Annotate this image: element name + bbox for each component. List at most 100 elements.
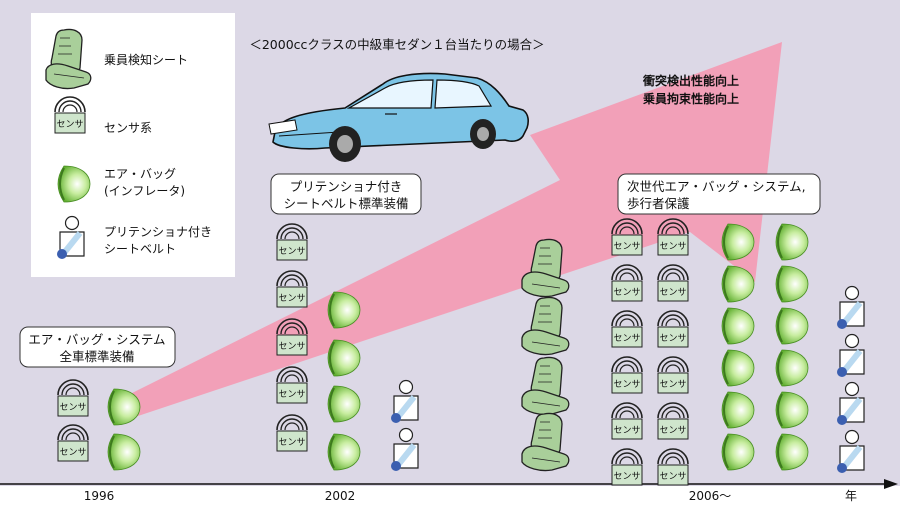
sensor-label: センサ: [659, 241, 686, 252]
airbag-icon: [721, 223, 755, 261]
callout-2002: プリテンショナ付き シートベルト標準装備: [270, 173, 422, 215]
equipment-icons: センサセンサセンサセンサセンサセンサセンサセンサセンサセンサセンサセンサセンサセ…: [57, 218, 865, 486]
airbag-icon: [721, 391, 755, 429]
airbag-icon: [721, 433, 755, 471]
trend-label-detection: 衝突検出性能向上: [642, 73, 739, 88]
sensor-label: センサ: [278, 246, 305, 257]
sensor-label: センサ: [613, 241, 640, 252]
legend-seat-label: 乗員検知シート: [104, 53, 188, 67]
callout-2002-line2: シートベルト標準装備: [283, 196, 408, 211]
sensor-icon: センサ: [657, 310, 689, 348]
tick-2002: 2002: [325, 489, 356, 503]
occupant-seat-icon: [521, 238, 570, 298]
legend-airbag-label-1: エア・バッグ: [104, 167, 176, 181]
sensor-icon: センサ: [657, 448, 689, 486]
airbag-icon: [775, 349, 809, 387]
sensor-icon: センサ: [276, 270, 308, 308]
airbag-icon: [327, 339, 361, 377]
sensor-icon: センサ: [657, 264, 689, 302]
sensor-label: センサ: [59, 447, 86, 458]
airbag-icon: [775, 433, 809, 471]
legend: 乗員検知シート センサ センサ系 エア・バッグ (インフレータ) プリテンショナ…: [31, 13, 235, 277]
airbag-icon: [721, 307, 755, 345]
sensor-label: センサ: [613, 287, 640, 298]
legend-sensor-label: センサ系: [104, 121, 152, 135]
sensor-icon: センサ: [611, 448, 643, 486]
sensor-icon: センサ: [276, 318, 308, 356]
legend-sensor-icon: センサ: [54, 96, 86, 134]
sensor-icon: センサ: [657, 402, 689, 440]
sensor-label: センサ: [278, 437, 305, 448]
sedan-car-illustration: [268, 72, 529, 162]
sensor-label: センサ: [56, 119, 83, 130]
sensor-icon: センサ: [276, 223, 308, 261]
tick-2006: 2006〜: [689, 489, 732, 503]
legend-belt-icon: [57, 215, 85, 259]
seatbelt-icon: [837, 333, 865, 377]
sensor-label: センサ: [613, 333, 640, 344]
occupant-seat-icon: [521, 356, 570, 416]
legend-airbag-label-2: (インフレータ): [104, 184, 185, 198]
sensor-label: センサ: [613, 471, 640, 482]
sensor-icon: センサ: [57, 424, 89, 462]
legend-airbag-icon: [57, 165, 91, 203]
legend-belt-label-1: プリテンショナ付き: [104, 225, 212, 239]
airbag-icon: [775, 265, 809, 303]
tick-1996: 1996: [84, 489, 115, 503]
sensor-label: センサ: [278, 341, 305, 352]
sensor-icon: センサ: [611, 264, 643, 302]
occupant-seat-icon: [521, 412, 570, 472]
sensor-label: センサ: [659, 287, 686, 298]
seatbelt-icon: [837, 429, 865, 473]
airbag-icon: [775, 307, 809, 345]
sensor-icon: センサ: [611, 218, 643, 256]
sensor-icon: センサ: [611, 356, 643, 394]
timeline-arrowhead: [884, 479, 898, 489]
sensor-label: センサ: [278, 293, 305, 304]
legend-belt-label-2: シートベルト: [104, 242, 176, 256]
airbag-icon: [107, 388, 141, 426]
legend-seat-icon: [45, 28, 92, 90]
callout-1996: エア・バッグ・システム 全車標準装備: [19, 326, 176, 368]
sensor-label: センサ: [659, 379, 686, 390]
airbag-icon: [327, 385, 361, 423]
sensor-label: センサ: [613, 379, 640, 390]
callout-1996-line1: エア・バッグ・システム: [28, 332, 165, 347]
sensor-icon: センサ: [276, 414, 308, 452]
sensor-icon: センサ: [611, 402, 643, 440]
sensor-icon: センサ: [54, 96, 86, 134]
diagram-subtitle: ＜2000ccクラスの中級車セダン１台当たりの場合＞: [249, 37, 544, 52]
airbag-icon: [721, 349, 755, 387]
sensor-label: センサ: [59, 402, 86, 413]
callout-2002-line1: プリテンショナ付き: [290, 179, 403, 194]
seatbelt-icon: [837, 381, 865, 425]
trend-arrow: [118, 42, 782, 418]
callout-2006-line1: 次世代エア・バッグ・システム,: [627, 179, 806, 194]
sensor-icon: センサ: [611, 310, 643, 348]
sensor-icon: センサ: [657, 218, 689, 256]
airbag-icon: [327, 291, 361, 329]
airbag-icon: [721, 265, 755, 303]
airbag-icon: [57, 165, 91, 203]
seatbelt-icon: [837, 285, 865, 329]
sensor-label: センサ: [659, 471, 686, 482]
sensor-icon: センサ: [57, 379, 89, 417]
callout-2006: 次世代エア・バッグ・システム, 歩行者保護: [617, 173, 821, 215]
callout-1996-line2: 全車標準装備: [59, 349, 134, 364]
callout-2006-line2: 歩行者保護: [627, 196, 690, 211]
sensor-label: センサ: [613, 425, 640, 436]
airbag-icon: [775, 391, 809, 429]
seatbelt-icon: [391, 379, 419, 423]
trend-label-restraint: 乗員拘束性能向上: [643, 91, 739, 106]
sensor-label: センサ: [659, 333, 686, 344]
sensor-icon: センサ: [276, 366, 308, 404]
seatbelt-icon: [57, 215, 85, 259]
airbag-icon: [775, 223, 809, 261]
airbag-icon: [107, 433, 141, 471]
seatbelt-icon: [391, 427, 419, 471]
sensor-icon: センサ: [657, 356, 689, 394]
occupant-seat-icon: [521, 296, 570, 356]
sensor-label: センサ: [659, 425, 686, 436]
sensor-label: センサ: [278, 389, 305, 400]
